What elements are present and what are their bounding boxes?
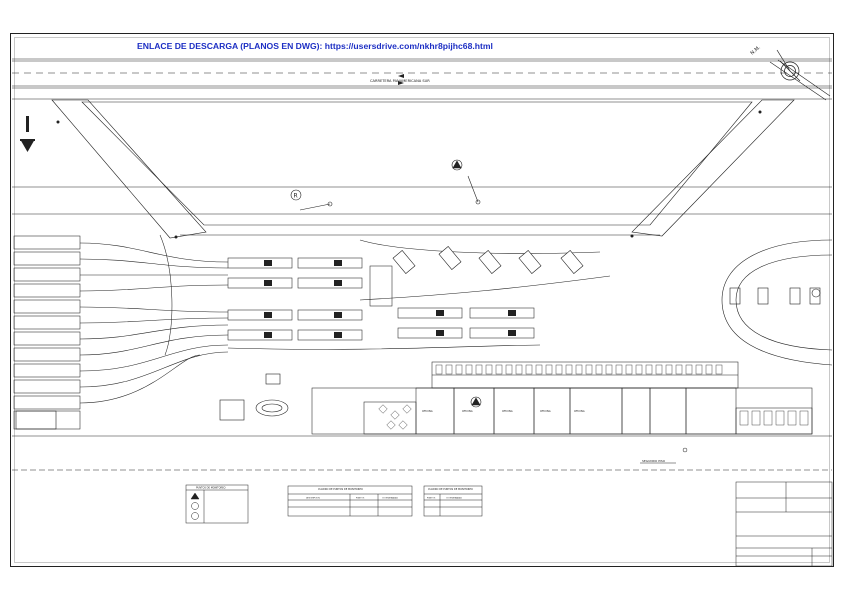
- table-noise-header-2: PUNTOS: [356, 498, 365, 500]
- svg-text:OFICINA: OFICINA: [540, 409, 551, 413]
- highway: [12, 58, 832, 100]
- svg-text:OFICINA: OFICINA: [462, 409, 473, 413]
- access-lanes: [12, 99, 832, 239]
- monitoring-marker-building: [470, 396, 482, 408]
- svg-text:OFICINA: OFICINA: [574, 409, 585, 413]
- central-platforms: [227, 239, 611, 350]
- table-air-header-2: COORDENADAS: [446, 497, 462, 500]
- svg-text:OFICINA: OFICINA: [422, 409, 433, 413]
- table-air-title: CUADRO DE PUNTOS DE MONITOREO: [428, 488, 473, 491]
- table-noise-header-3: COORDENADAS: [382, 497, 398, 500]
- monitoring-marker-triangle: [451, 159, 481, 205]
- title-block: [735, 481, 833, 567]
- table-noise-title: CUADRO DE PUNTOS DE MONITOREO: [318, 488, 363, 491]
- legend-box: [185, 484, 249, 524]
- highway-arrows: [398, 74, 404, 85]
- monitoring-marker-r: [290, 189, 333, 211]
- table-noise: [287, 485, 413, 517]
- highway-label: CARRETERA PANAMERICANA SUR: [370, 79, 430, 83]
- svg-text:OFICINA: OFICINA: [502, 409, 513, 413]
- north-label: N.M.: [749, 44, 762, 56]
- sheet-frame: [10, 33, 834, 567]
- legend-title: PUNTOS DE MONITOREO: [196, 487, 226, 490]
- seating-area: [378, 404, 412, 430]
- property-boundary: [12, 435, 832, 471]
- second-floor-label: SEGUNDO PISO: [642, 459, 666, 463]
- arrow-down-icon: [20, 116, 35, 152]
- left-bus-bays: [13, 234, 229, 430]
- right-bus-bays: [721, 239, 833, 366]
- angled-bays: [392, 246, 584, 274]
- table-air: [423, 485, 483, 517]
- bus-icons: [264, 260, 516, 338]
- download-link[interactable]: ENLACE DE DESCARGA (PLANOS EN DWG): http…: [137, 41, 493, 51]
- inner-frame: [14, 37, 830, 563]
- room-labels: OFICINA OFICINA OFICINA OFICINA OFICINA: [422, 409, 585, 413]
- parking-row: [435, 364, 809, 426]
- guard-booth: [15, 410, 57, 430]
- terminal-building: [311, 361, 813, 435]
- marker-r-label: R: [294, 193, 298, 200]
- small-markers: [56, 110, 762, 239]
- table-air-header-1: PUNTOS: [427, 498, 436, 500]
- fountain-icon: [219, 373, 289, 421]
- ne-road: [769, 59, 831, 101]
- table-noise-header-1: DESCRIPCION: [306, 498, 320, 500]
- north-arrow-icon: [776, 49, 801, 82]
